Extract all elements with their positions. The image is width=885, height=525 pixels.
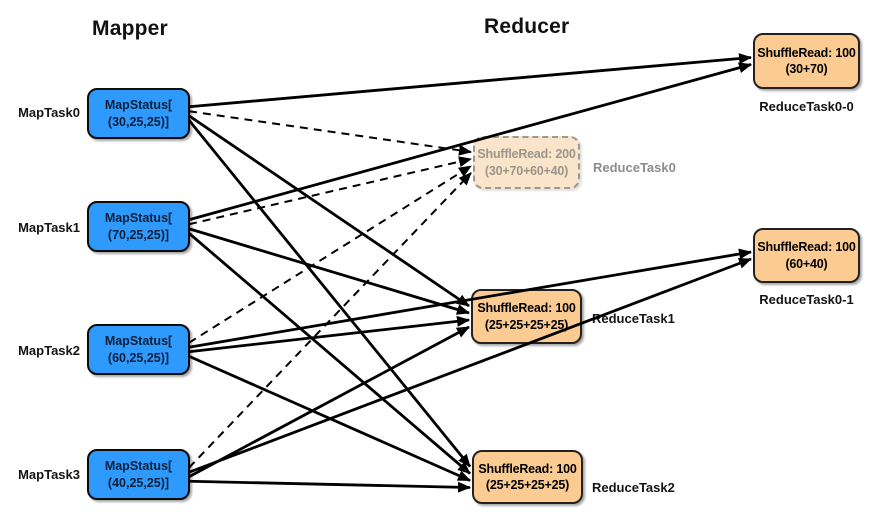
reducetask2-box-line1: ShuffleRead: 100 [478, 461, 577, 476]
edge-map3-to-reduce0-1 [188, 257, 752, 474]
reducetask0-box-line1: ShuffleRead: 200 [477, 147, 576, 162]
edge-map3-to-reduce2 [188, 479, 471, 493]
reducetask0-label: ReduceTask0 [593, 160, 676, 175]
reducetask0-0-box-line2: (30+70) [785, 62, 828, 76]
reducetask2-box-line2: (25+25+25+25) [485, 478, 570, 492]
reducetask2-label: ReduceTask2 [592, 480, 675, 495]
reducetask0-1-box-line1: ShuffleRead: 100 [757, 240, 856, 255]
edge-map1-to-reduce0 [188, 156, 472, 226]
maptask2-label: MapTask2 [18, 343, 80, 358]
edge-map0-to-reduce0 [188, 110, 472, 156]
maptask1-label: MapTask1 [18, 220, 80, 235]
maptask0-label: MapTask0 [18, 105, 80, 120]
reducetask0-box-line2: (30+70+60+40) [484, 163, 569, 178]
maptask0-box-line2: (30,25,25)] [107, 114, 170, 129]
reducer-section-title: Reducer [484, 15, 570, 38]
maptask1-box-line2: (70,25,25)] [107, 227, 170, 242]
reducetask1-label: ReduceTask1 [592, 311, 675, 326]
reducetask0-1-shuffleread-box: ShuffleRead: 100 (60+40) [753, 228, 860, 283]
maptask1-mapstatus-box: MapStatus[ (70,25,25)] [87, 201, 190, 252]
reducetask0-1-box-line2: (60+40) [785, 256, 828, 271]
maptask2-box-line2: (60,25,25)] [107, 350, 170, 365]
reducetask0-shuffleread-box-faded: ShuffleRead: 200 (30+70+60+40) [473, 136, 580, 189]
edge-map2-to-reduce1 [188, 315, 470, 354]
edge-map2-to-reduce0 [188, 165, 472, 344]
maptask2-mapstatus-box: MapStatus[ (60,25,25)] [87, 324, 190, 375]
mapper-section-title: Mapper [92, 17, 168, 40]
reducetask0-1-label: ReduceTask0-1 [759, 292, 854, 307]
edge-map1-to-reduce1 [188, 227, 470, 315]
edge-map1-to-reduce2 [188, 232, 471, 475]
reducetask0-0-shuffleread-box: ShuffleRead: 100 (30+70) [753, 33, 860, 89]
maptask3-label: MapTask3 [18, 467, 80, 482]
edge-map2-to-reduce2 [188, 354, 471, 482]
edge-map3-to-reduce0 [188, 172, 472, 469]
edge-map0-to-reduce0-0 [188, 53, 752, 109]
maptask3-box-line2: (40,25,25)] [107, 475, 170, 490]
edge-map0-to-reduce1 [188, 114, 470, 308]
reducetask0-0-label: ReduceTask0-0 [759, 99, 854, 114]
edge-map3-to-reduce1 [188, 325, 470, 478]
reducetask1-box-line2: (25+25+25+25) [484, 317, 569, 332]
maptask1-box-line1: MapStatus[ [104, 211, 173, 226]
maptask3-mapstatus-box: MapStatus[ (40,25,25)] [87, 449, 190, 500]
edge-map0-to-reduce2 [187, 119, 472, 468]
edge-map1-to-reduce0-0 [188, 62, 752, 222]
maptask0-mapstatus-box: MapStatus[ (30,25,25)] [87, 88, 190, 139]
maptask3-box-line1: MapStatus[ [104, 459, 173, 474]
maptask2-box-line1: MapStatus[ [104, 334, 173, 349]
reducetask1-shuffleread-box: ShuffleRead: 100 (25+25+25+25) [471, 289, 582, 344]
reducetask0-0-box-line1: ShuffleRead: 100 [757, 45, 856, 60]
maptask0-box-line1: MapStatus[ [104, 98, 173, 113]
reducetask2-shuffleread-box: ShuffleRead: 100 (25+25+25+25) [472, 450, 583, 504]
edge-map2-to-reduce0-1 [188, 248, 752, 349]
reducetask1-box-line1: ShuffleRead: 100 [477, 301, 576, 316]
